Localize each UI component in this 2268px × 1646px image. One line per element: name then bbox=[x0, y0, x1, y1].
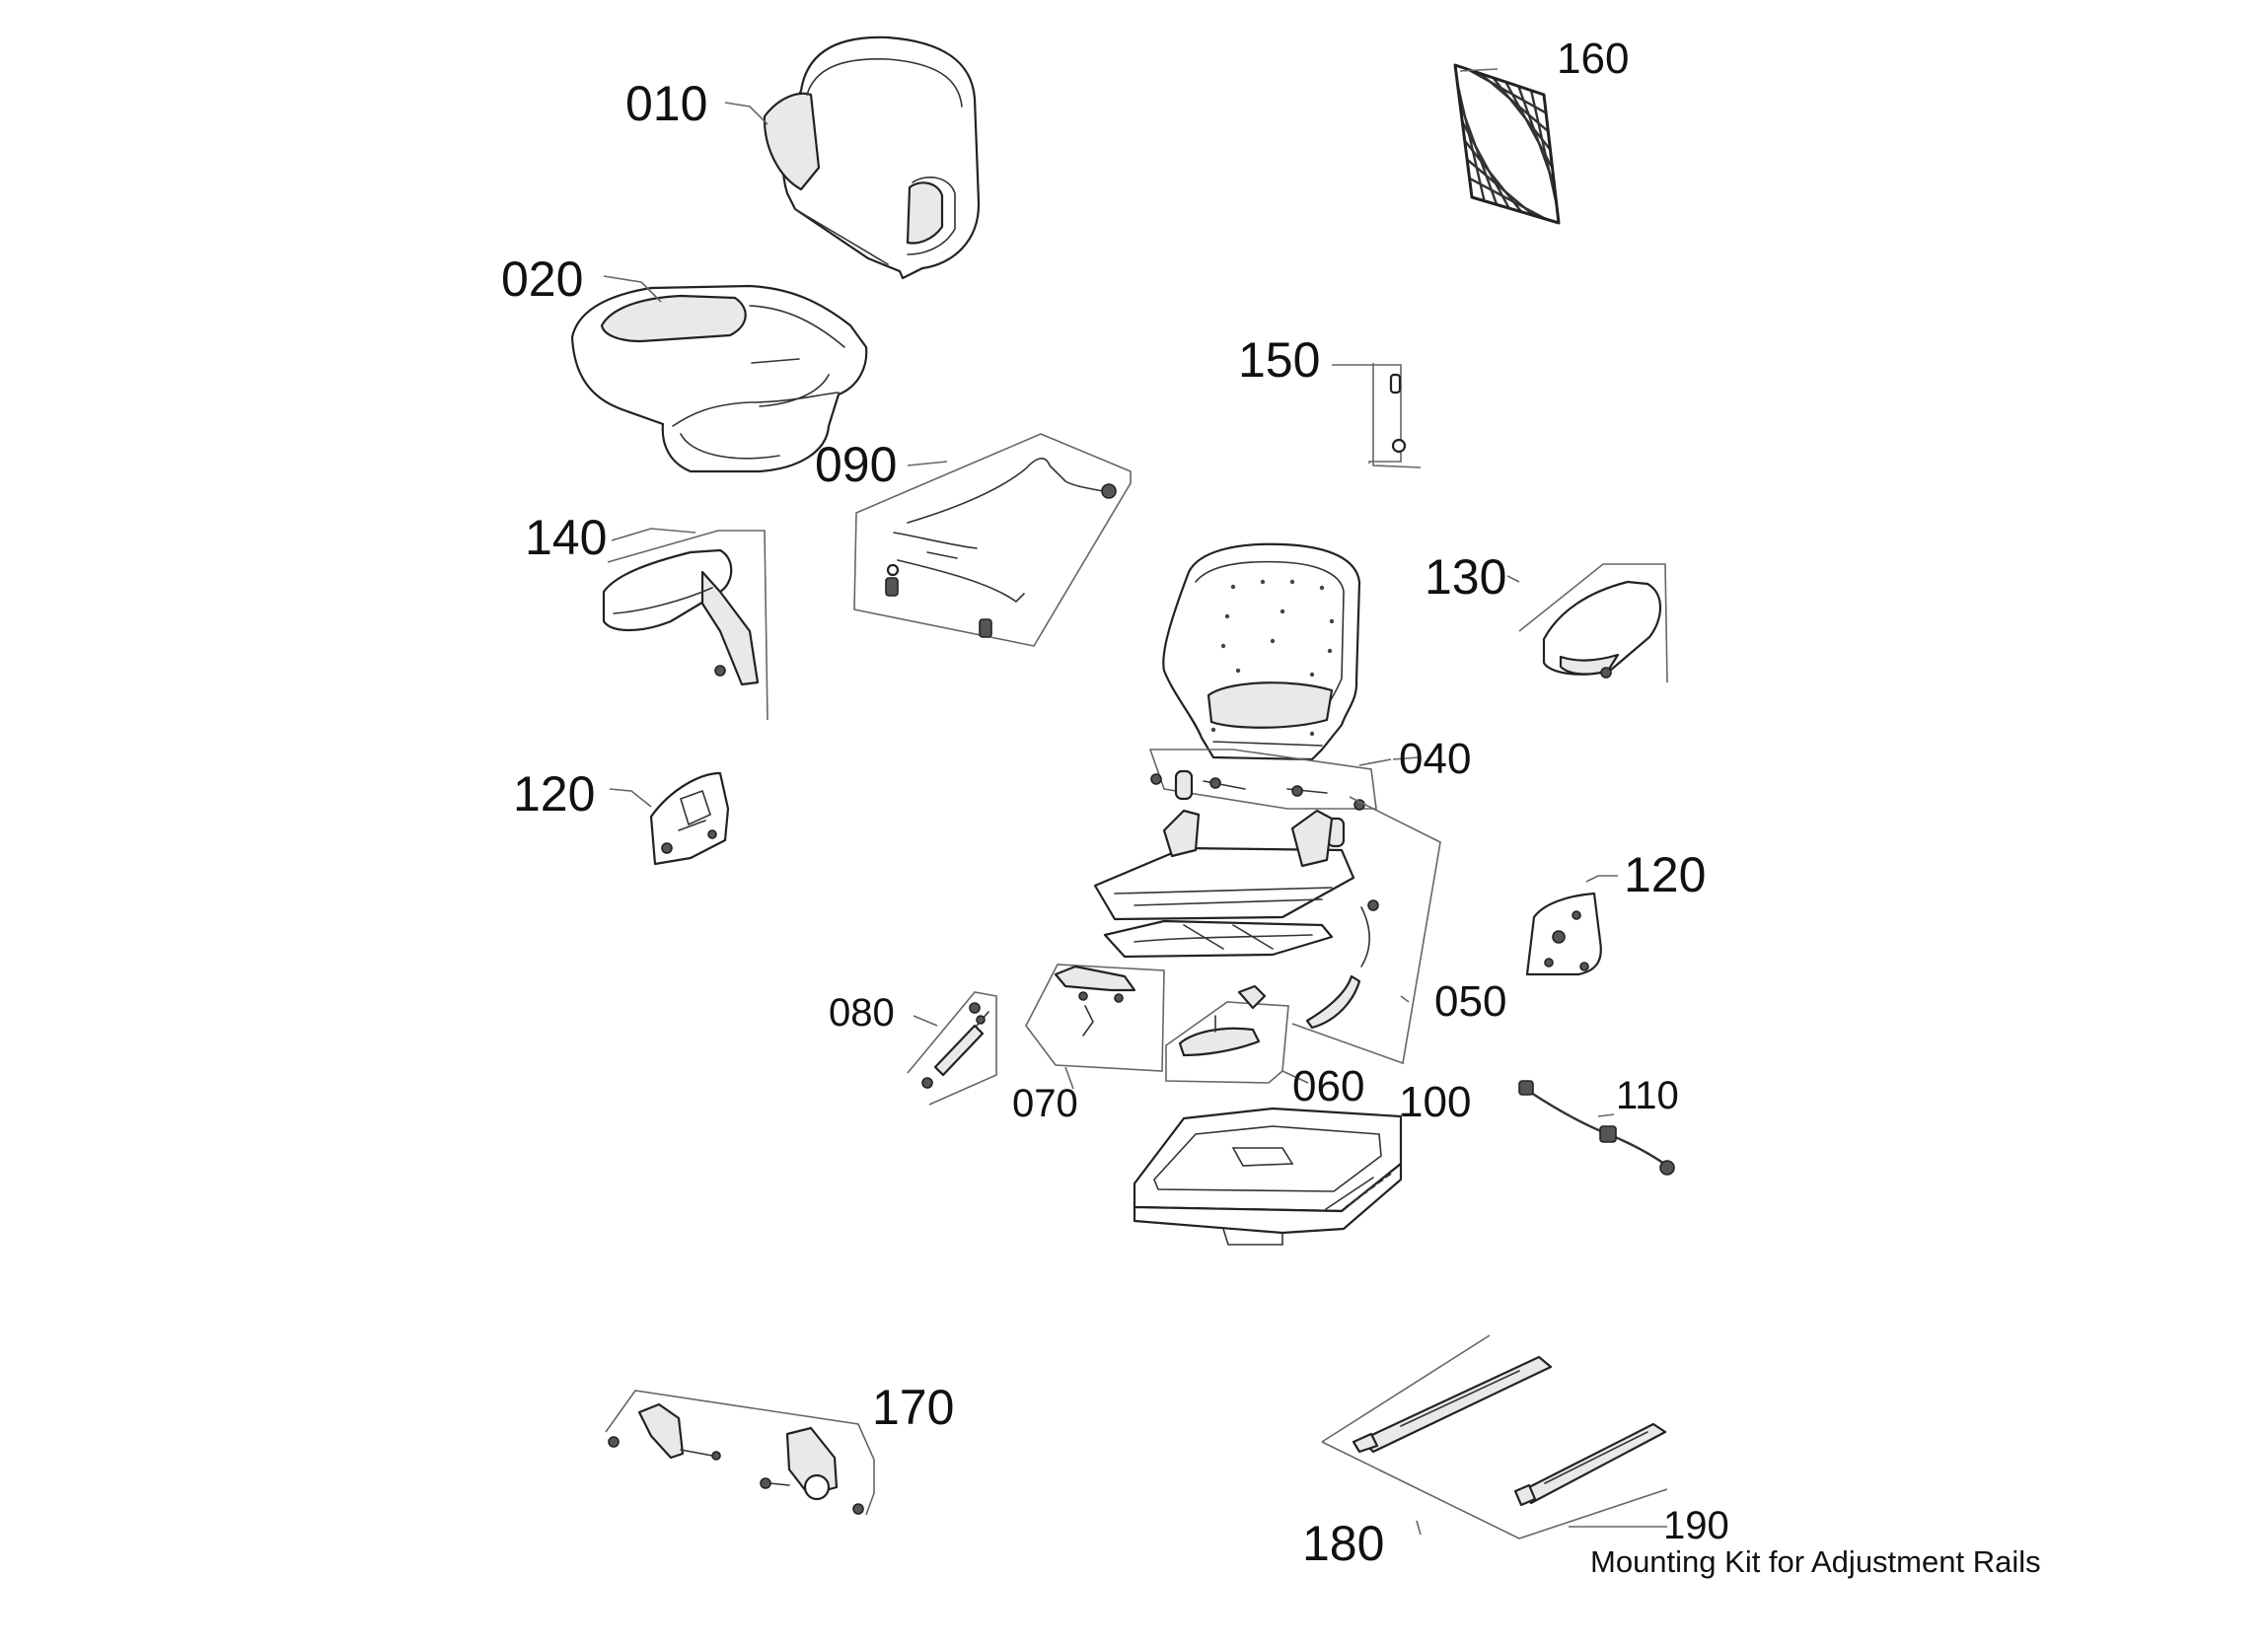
label-130: 130 bbox=[1425, 549, 1506, 605]
frame-rivet bbox=[1230, 584, 1236, 590]
net-strand bbox=[1479, 72, 1550, 133]
label-190: 190 bbox=[1663, 1504, 1729, 1547]
part-090-linkage-kit bbox=[853, 433, 1132, 647]
part-070-handle-kit bbox=[1025, 964, 1165, 1072]
part-170-seat-belt-kit bbox=[605, 1390, 875, 1516]
net-strand bbox=[1529, 90, 1559, 205]
label-060: 060 bbox=[1292, 1062, 1364, 1110]
label-150: 150 bbox=[1238, 332, 1320, 388]
net-strand bbox=[1467, 68, 1547, 114]
mounting-kit-note: Mounting Kit for Adjustment Rails bbox=[1590, 1544, 2041, 1579]
frame-rivet bbox=[1235, 668, 1241, 674]
part-010-backrest-cushion bbox=[763, 36, 981, 280]
label-040: 040 bbox=[1399, 735, 1471, 783]
backrest-frame bbox=[1162, 542, 1361, 761]
label-120-right: 120 bbox=[1624, 847, 1706, 902]
frame-rivet bbox=[1210, 727, 1216, 733]
frame-rivet bbox=[1220, 643, 1226, 649]
frame-rivet bbox=[1289, 579, 1295, 585]
frame-rivet bbox=[1319, 585, 1325, 591]
net-strand bbox=[1469, 177, 1547, 221]
part-160-net-pocket bbox=[1453, 63, 1561, 225]
frame-rivet bbox=[1224, 613, 1230, 619]
label-110: 110 bbox=[1616, 1074, 1679, 1117]
frame-rivet bbox=[1309, 731, 1315, 737]
label-160: 160 bbox=[1557, 35, 1629, 83]
label-100: 100 bbox=[1399, 1078, 1471, 1126]
vent-slot bbox=[1368, 1184, 1376, 1190]
label-070: 070 bbox=[1012, 1082, 1078, 1125]
net-strand bbox=[1461, 120, 1510, 209]
label-180: 180 bbox=[1302, 1516, 1384, 1571]
part-180-190-adjustment-rails bbox=[1321, 1334, 1668, 1539]
part-labels: 010 020 090 140 120 150 160 130 040 120 … bbox=[501, 35, 2041, 1579]
frame-rivet bbox=[1270, 638, 1276, 644]
part-050-lever-kit bbox=[1291, 796, 1441, 1065]
frame-rivet bbox=[1280, 608, 1285, 614]
label-140: 140 bbox=[525, 510, 607, 565]
net-strand bbox=[1456, 83, 1486, 201]
part-020-seat-cushion bbox=[570, 284, 868, 473]
part-120-side-cover-left bbox=[649, 771, 730, 866]
vent-slot bbox=[1360, 1190, 1368, 1196]
vent-slot bbox=[1353, 1196, 1360, 1202]
part-040-recliner-kit bbox=[1148, 749, 1392, 848]
vent-slot bbox=[1376, 1179, 1384, 1184]
label-010: 010 bbox=[625, 76, 707, 131]
leader-lines bbox=[603, 68, 1667, 1536]
label-090: 090 bbox=[815, 437, 897, 492]
frame-rivet bbox=[1260, 579, 1266, 585]
label-020: 020 bbox=[501, 251, 583, 307]
vent-slot bbox=[1384, 1173, 1392, 1179]
label-170: 170 bbox=[872, 1380, 954, 1435]
part-100-suspension-base bbox=[1133, 1107, 1403, 1246]
label-080: 080 bbox=[829, 991, 895, 1035]
label-120-left: 120 bbox=[513, 766, 595, 822]
label-050: 050 bbox=[1434, 977, 1506, 1026]
part-150-fastener-kit bbox=[1353, 363, 1422, 468]
frame-rivet bbox=[1329, 618, 1335, 624]
part-140-armrest-left bbox=[602, 530, 768, 721]
frame-rivet bbox=[1327, 648, 1333, 654]
seat-frame-mechanism bbox=[1093, 809, 1355, 959]
frame-rivet bbox=[1309, 672, 1315, 678]
part-130-armrest-right bbox=[1518, 563, 1668, 683]
vent-slot bbox=[1345, 1202, 1353, 1208]
part-080-gas-spring bbox=[907, 991, 997, 1106]
part-110-cable bbox=[1518, 1080, 1675, 1176]
part-120-side-cover-right bbox=[1525, 892, 1602, 976]
part-060-handle bbox=[1165, 984, 1289, 1084]
